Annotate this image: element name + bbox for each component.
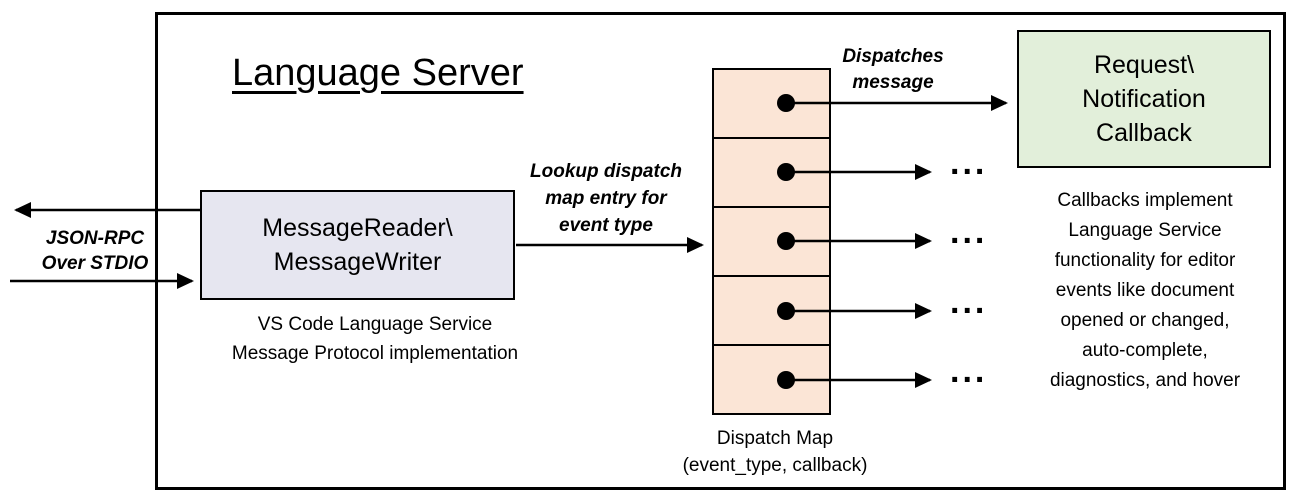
language-server-boundary [155, 12, 1286, 490]
dispatch-map-cell [714, 277, 829, 346]
ellipsis: ... [950, 144, 988, 182]
request-notification-callback-box: Request\ Notification Callback [1017, 30, 1271, 168]
lookup-dispatch-label: Lookup dispatch map entry for event type [530, 161, 682, 236]
dispatches-message-label: Dispatches message [842, 46, 944, 93]
diagram-title: Language Server [232, 52, 524, 94]
jsonrpc-stdio-label: JSON-RPC Over STDIO [41, 228, 149, 274]
message-protocol-caption: VS Code Language Service Message Protoco… [231, 314, 519, 364]
ellipsis: ... [950, 213, 988, 251]
message-reader-writer-box: MessageReader\ MessageWriter [200, 190, 515, 300]
ellipsis: ... [950, 283, 988, 321]
dispatch-map-cell [714, 139, 829, 208]
dispatch-map-cell [714, 346, 829, 413]
message-reader-writer-label: MessageReader\ MessageWriter [262, 214, 453, 276]
ellipsis: ... [950, 352, 988, 390]
callback-box-label: Request\ Notification Callback [1082, 51, 1206, 147]
dispatch-map [712, 68, 831, 415]
callbacks-note: Callbacks implement Language Service fun… [1049, 190, 1241, 391]
dispatch-map-cell [714, 70, 829, 139]
dispatch-map-caption: Dispatch Map (event_type, callback) [682, 428, 868, 476]
dispatch-map-cell [714, 208, 829, 277]
